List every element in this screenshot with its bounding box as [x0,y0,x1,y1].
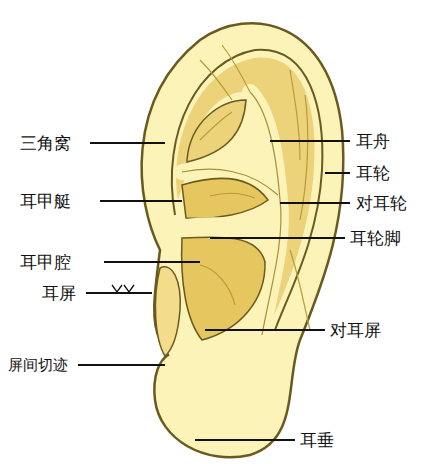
tick-marks [112,285,134,292]
part-label: 耳轮脚 [348,228,403,248]
part-label: 耳甲腔 [18,252,73,272]
part-label: 对耳轮 [354,193,409,213]
part-label: 对耳屏 [328,320,383,340]
ear-outline [142,23,344,457]
crus-helix [172,222,262,228]
cavum-shade [182,237,265,340]
part-label: 耳轮 [354,163,392,183]
fossa-shade [187,100,246,162]
part-label: 三角窝 [18,133,73,153]
leader-lines [78,141,350,440]
part-label: 耳垂 [298,430,336,450]
part-label: 耳甲艇 [18,191,73,211]
part-label: 屏间切迹 [6,355,70,375]
tragus [155,267,180,356]
part-label: 耳舟 [354,131,392,151]
cymba-shade [182,178,268,218]
hatching [200,45,310,330]
part-label: 耳屏 [40,283,78,303]
